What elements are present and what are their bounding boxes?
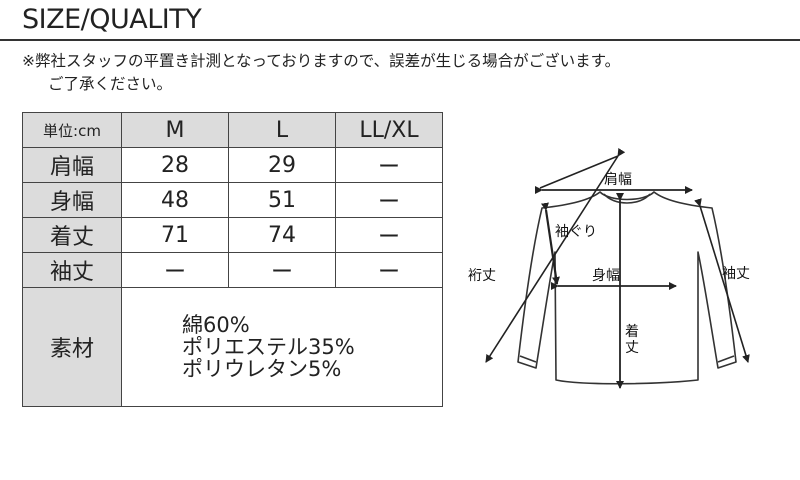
table-cell: ー: [335, 252, 443, 288]
row-label-shoulder: 肩幅: [22, 147, 122, 183]
size-table: 単位:cm M L LL/XL 肩幅 28 29 ー 身幅 48 51 ー 着丈…: [22, 112, 443, 407]
title-divider: [0, 39, 800, 41]
size-header-llxl: LL/XL: [335, 112, 443, 148]
armhole-arrow: [541, 202, 560, 285]
yuki-arrow-extension: [539, 155, 619, 189]
table-cell: 29: [228, 147, 336, 183]
size-header-row: 単位:cm M L LL/XL: [22, 112, 443, 148]
unit-label: 単位:cm: [22, 112, 122, 148]
row-label-body-width: 身幅: [22, 182, 122, 218]
table-cell: 28: [121, 147, 229, 183]
notice-line-1: ※弊社スタッフの平置き計測となっておりますので、誤差が生じる場合がございます。: [22, 52, 621, 70]
armhole-label: 袖ぐり: [555, 224, 597, 240]
yuki-arrow: [485, 147, 626, 363]
sleeve-label: 袖丈: [722, 266, 750, 282]
shirt-measurement-diagram: 肩幅 裄丈 袖丈 袖ぐり 身幅 着 丈: [468, 147, 750, 389]
length-label-bottom: 丈: [625, 340, 639, 356]
table-cell: 48: [121, 182, 229, 218]
body-width-label: 身幅: [592, 268, 620, 284]
sleeve-arrow: [694, 198, 750, 363]
material-row: 素材 綿60% ポリエステル35% ポリウレタン5%: [22, 287, 443, 407]
size-header-l: L: [228, 112, 336, 148]
yuki-label: 裄丈: [468, 268, 496, 284]
length-label-top: 着: [625, 324, 639, 340]
table-row: 着丈 71 74 ー: [22, 217, 443, 253]
table-cell: 51: [228, 182, 336, 218]
table-row: 肩幅 28 29 ー: [22, 147, 443, 183]
table-cell: ー: [335, 217, 443, 253]
table-cell: ー: [228, 252, 336, 288]
table-row: 袖丈 ー ー ー: [22, 252, 443, 288]
shoulder-label: 肩幅: [604, 172, 632, 188]
row-label-length: 着丈: [22, 217, 122, 253]
table-row: 身幅 48 51 ー: [22, 182, 443, 218]
notice-line-2: ご了承ください。: [48, 75, 173, 93]
material-line: ポリウレタン5%: [182, 357, 342, 381]
material-line: 綿60%: [182, 313, 250, 337]
measurement-notice: ※弊社スタッフの平置き計測となっておりますので、誤差が生じる場合がございます。 …: [22, 50, 792, 96]
table-cell: 74: [228, 217, 336, 253]
table-cell: 71: [121, 217, 229, 253]
size-header-m: M: [121, 112, 229, 148]
material-cell: 綿60% ポリエステル35% ポリウレタン5%: [121, 287, 443, 407]
row-label-material: 素材: [22, 287, 122, 407]
table-cell: ー: [335, 147, 443, 183]
material-line: ポリエステル35%: [182, 335, 355, 359]
table-cell: ー: [121, 252, 229, 288]
row-label-sleeve: 袖丈: [22, 252, 122, 288]
table-cell: ー: [335, 182, 443, 218]
page-title: SIZE/QUALITY: [22, 4, 202, 35]
